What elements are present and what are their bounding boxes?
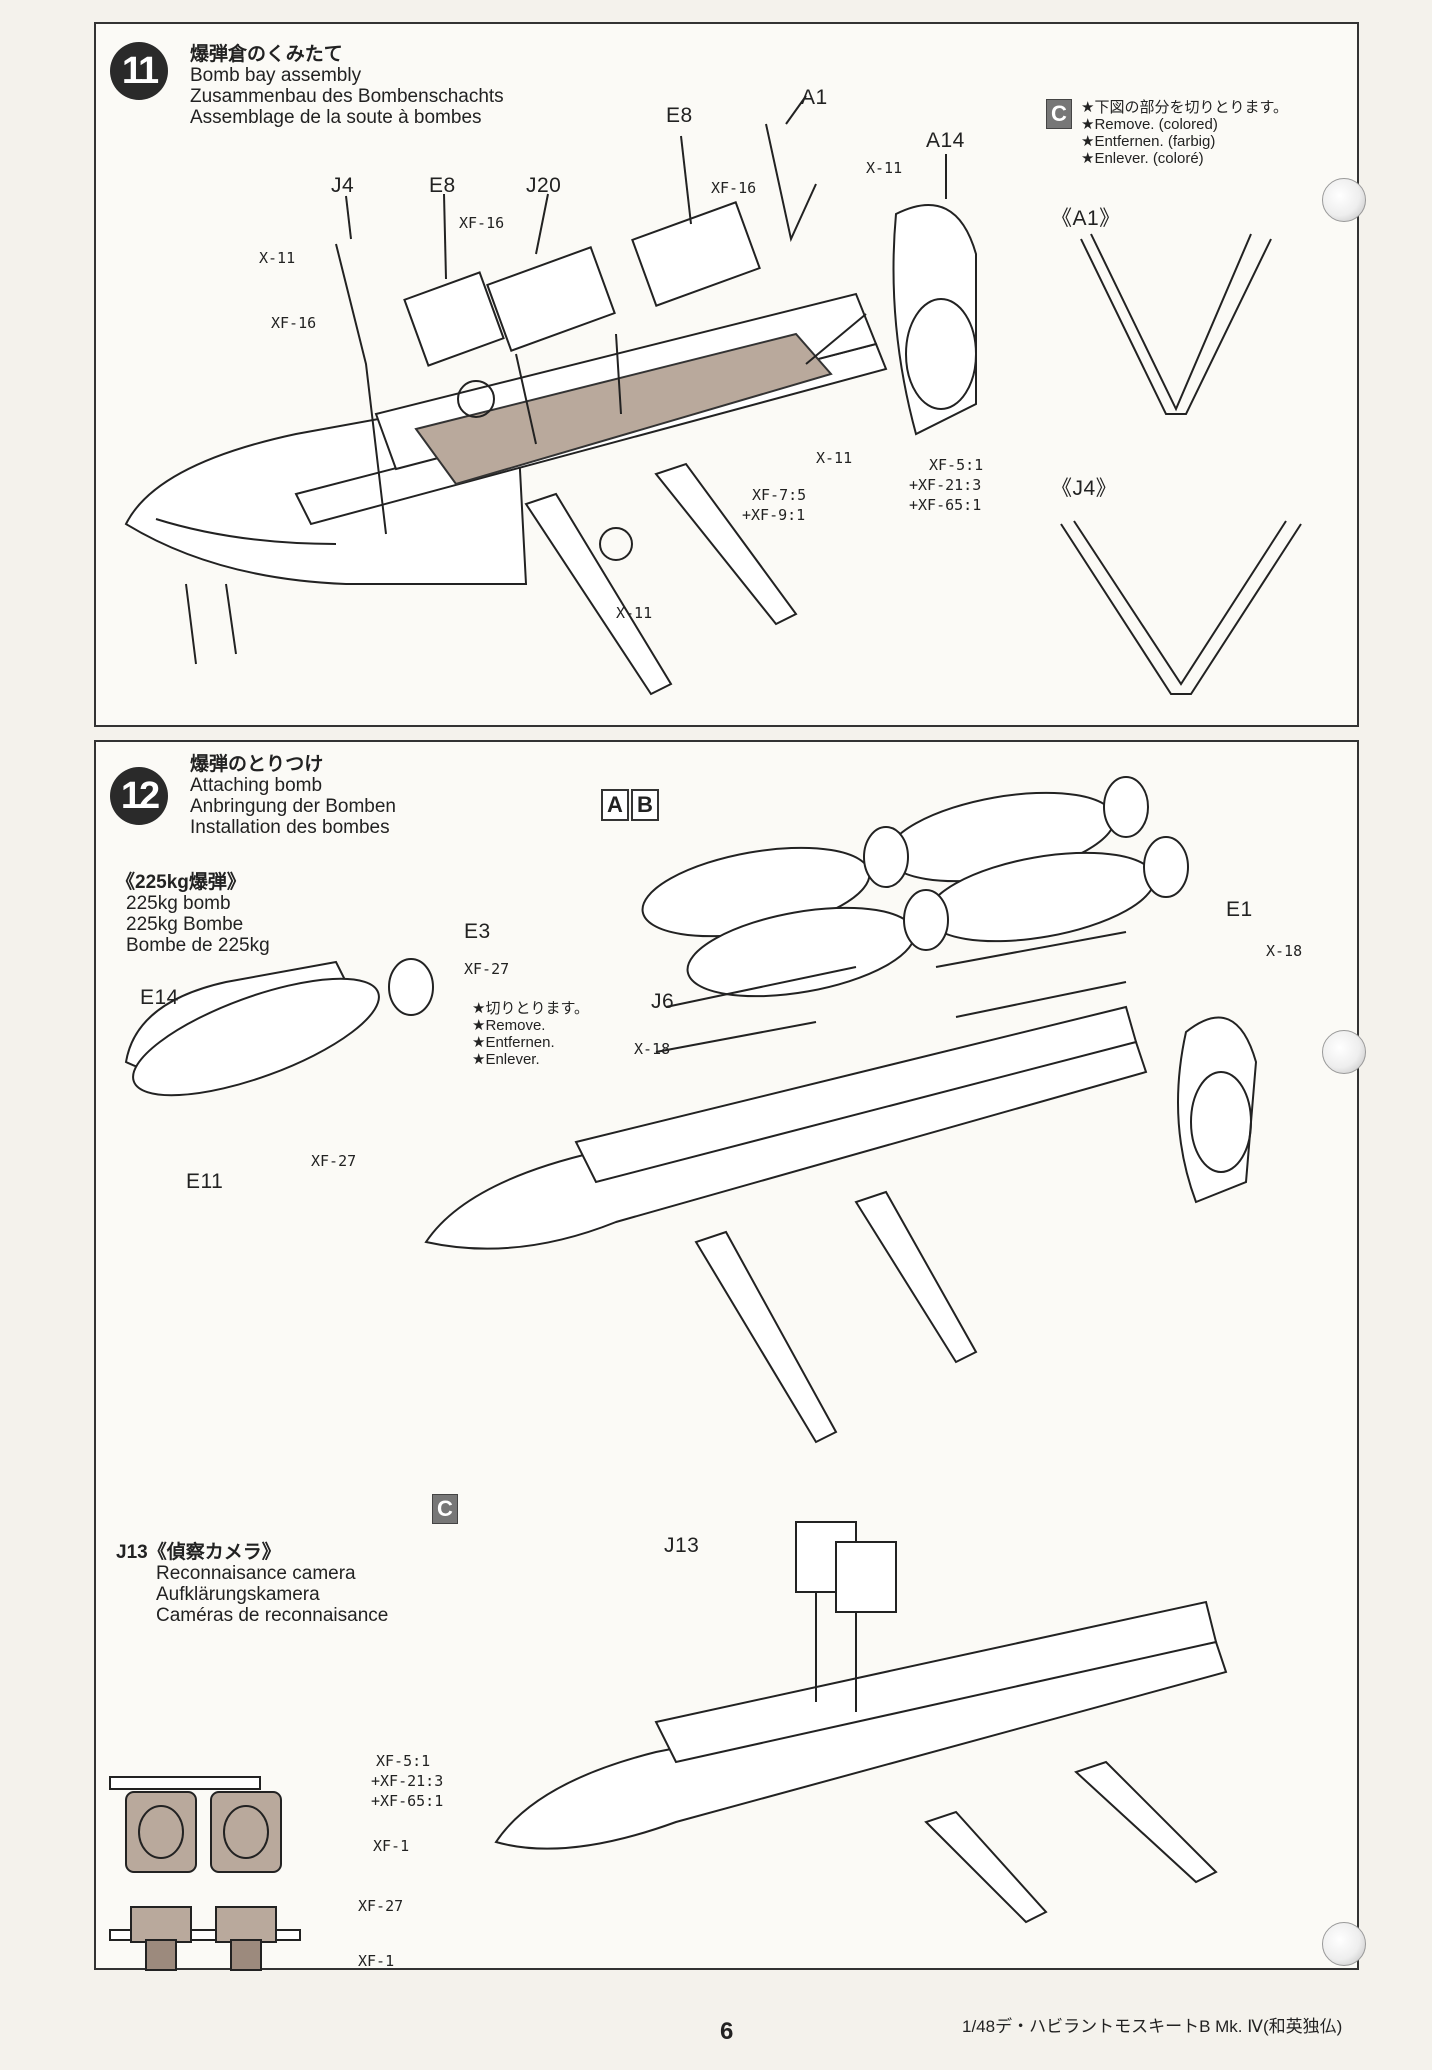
paint-label: +XF-21:3 [371, 1772, 444, 1790]
bomb-bay-assembly-drawing [124, 95, 1302, 696]
part-label-a14: A14 [926, 129, 965, 152]
paint-label: XF-5:1 [376, 1752, 431, 1770]
step-title-jp: 爆弾倉のくみたて [190, 44, 343, 65]
paint-label: X-11 [866, 159, 903, 177]
step-number-badge: 11 [110, 42, 168, 100]
part-label-a1: A1 [801, 86, 828, 109]
paint-label: XF-1 [373, 1837, 410, 1855]
bomb-subtitle-de: 225kg Bombe [126, 914, 244, 935]
part-label-e8: E8 [429, 174, 456, 197]
step-title-jp: 爆弾のとりつけ [190, 754, 324, 775]
paint-label: XF-1 [358, 1952, 395, 1970]
remove-note: ★切りとります。 ★Remove. ★Entfernen. ★Enlever. [472, 1000, 589, 1068]
detail-label-j4: 《J4》 [1051, 477, 1118, 500]
paint-label: X-18 [634, 1040, 671, 1058]
paint-label: +XF-65:1 [371, 1792, 444, 1810]
paint-label: XF-7:5 [752, 486, 807, 504]
part-label-e11: E11 [186, 1170, 224, 1193]
paint-label: XF-5:1 [929, 456, 984, 474]
paint-label: +XF-9:1 [742, 506, 806, 524]
binder-hole [1322, 1030, 1366, 1074]
paint-label: X-11 [259, 249, 296, 267]
binder-hole [1322, 1922, 1366, 1966]
step-title-block: 爆弾のとりつけ Attaching bomb Anbringung der Bo… [190, 754, 396, 838]
part-label-j13: J13 [664, 1534, 700, 1557]
remove-note-jp: ★切りとります。 [472, 1000, 589, 1017]
step-title-block: 爆弾倉のくみたて Bomb bay assembly Zusammenbau d… [190, 44, 504, 128]
step-11-panel: 11 爆弾倉のくみたて Bomb bay assembly Zusammenba… [94, 22, 1359, 727]
option-b-badge: B [631, 789, 659, 821]
step-title-de: Zusammenbau des Bombenschachts [190, 86, 504, 107]
step-title-en: Bomb bay assembly [190, 65, 362, 86]
step-title-en: Attaching bomb [190, 775, 323, 796]
bomb-subtitle-en: 225kg bomb [126, 893, 231, 914]
step-title-fr: Assemblage de la soute à bombes [190, 107, 482, 128]
bomb-subtitle-jp: 《225kg爆弾》 [116, 872, 246, 893]
paint-label: XF-16 [271, 314, 317, 332]
paint-label: X-18 [1266, 942, 1303, 960]
paint-label: X-11 [616, 604, 653, 622]
remove-note-de: ★Entfernen. [472, 1034, 555, 1051]
part-label-e1: E1 [1226, 898, 1253, 921]
camera-subtitle-fr: Caméras de reconnaisance [156, 1605, 389, 1626]
remove-note: ★下図の部分を切りとります。 ★Remove. (colored) ★Entfe… [1081, 99, 1288, 167]
binder-hole [1322, 178, 1366, 222]
option-c-badge: C [1046, 99, 1072, 129]
step-12-panel: 12 爆弾のとりつけ Attaching bomb Anbringung der… [94, 740, 1359, 1971]
camera-subtitle-de: Aufklärungskamera [156, 1584, 320, 1605]
paint-label: +XF-21:3 [909, 476, 982, 494]
remove-note-en: ★Remove. [472, 1017, 546, 1034]
part-label-j6: J6 [651, 990, 675, 1013]
paint-label: +XF-65:1 [909, 496, 982, 514]
camera-subtitle-block: J13《偵察カメラ》 Reconnaisance camera Aufkläru… [116, 1542, 388, 1626]
remove-note-de: ★Entfernen. (farbig) [1081, 133, 1216, 150]
remove-note-en: ★Remove. (colored) [1081, 116, 1218, 133]
step-number-badge: 12 [110, 767, 168, 825]
step-title-de: Anbringung der Bomben [190, 796, 396, 817]
remove-note-fr: ★Enlever. (coloré) [1081, 150, 1204, 167]
step-title-fr: Installation des bombes [190, 817, 390, 838]
camera-subtitle-en: Reconnaisance camera [156, 1563, 356, 1584]
camera-subtitle-jp: J13《偵察カメラ》 [116, 1542, 281, 1563]
option-c-badge: C [432, 1494, 458, 1524]
paint-label: XF-27 [311, 1152, 357, 1170]
paint-label: XF-27 [464, 960, 510, 978]
model-name: 1/48デ・ハビラントモスキートB Mk. Ⅳ(和英独仏) [962, 2017, 1343, 2036]
remove-note-jp: ★下図の部分を切りとります。 [1081, 99, 1288, 116]
paint-label: XF-27 [358, 1897, 404, 1915]
paint-label: X-11 [816, 449, 853, 467]
paint-label: XF-16 [459, 214, 505, 232]
remove-note-fr: ★Enlever. [472, 1051, 540, 1068]
detail-label-a1: 《A1》 [1051, 207, 1121, 230]
bomb-subtitle-fr: Bombe de 225kg [126, 935, 270, 956]
page-number: 6 [720, 2018, 734, 2045]
part-label-e14: E14 [140, 986, 179, 1009]
paint-label: XF-16 [711, 179, 757, 197]
option-a-badge: A [601, 789, 629, 821]
bomb-installation-drawing [109, 776, 1258, 1971]
part-label-j20: J20 [526, 174, 562, 197]
part-label-j4: J4 [331, 174, 355, 197]
part-label-e8: E8 [666, 104, 693, 127]
part-label-e3: E3 [464, 920, 491, 943]
bomb-subtitle-block: 《225kg爆弾》 225kg bomb 225kg Bombe Bombe d… [116, 872, 270, 956]
